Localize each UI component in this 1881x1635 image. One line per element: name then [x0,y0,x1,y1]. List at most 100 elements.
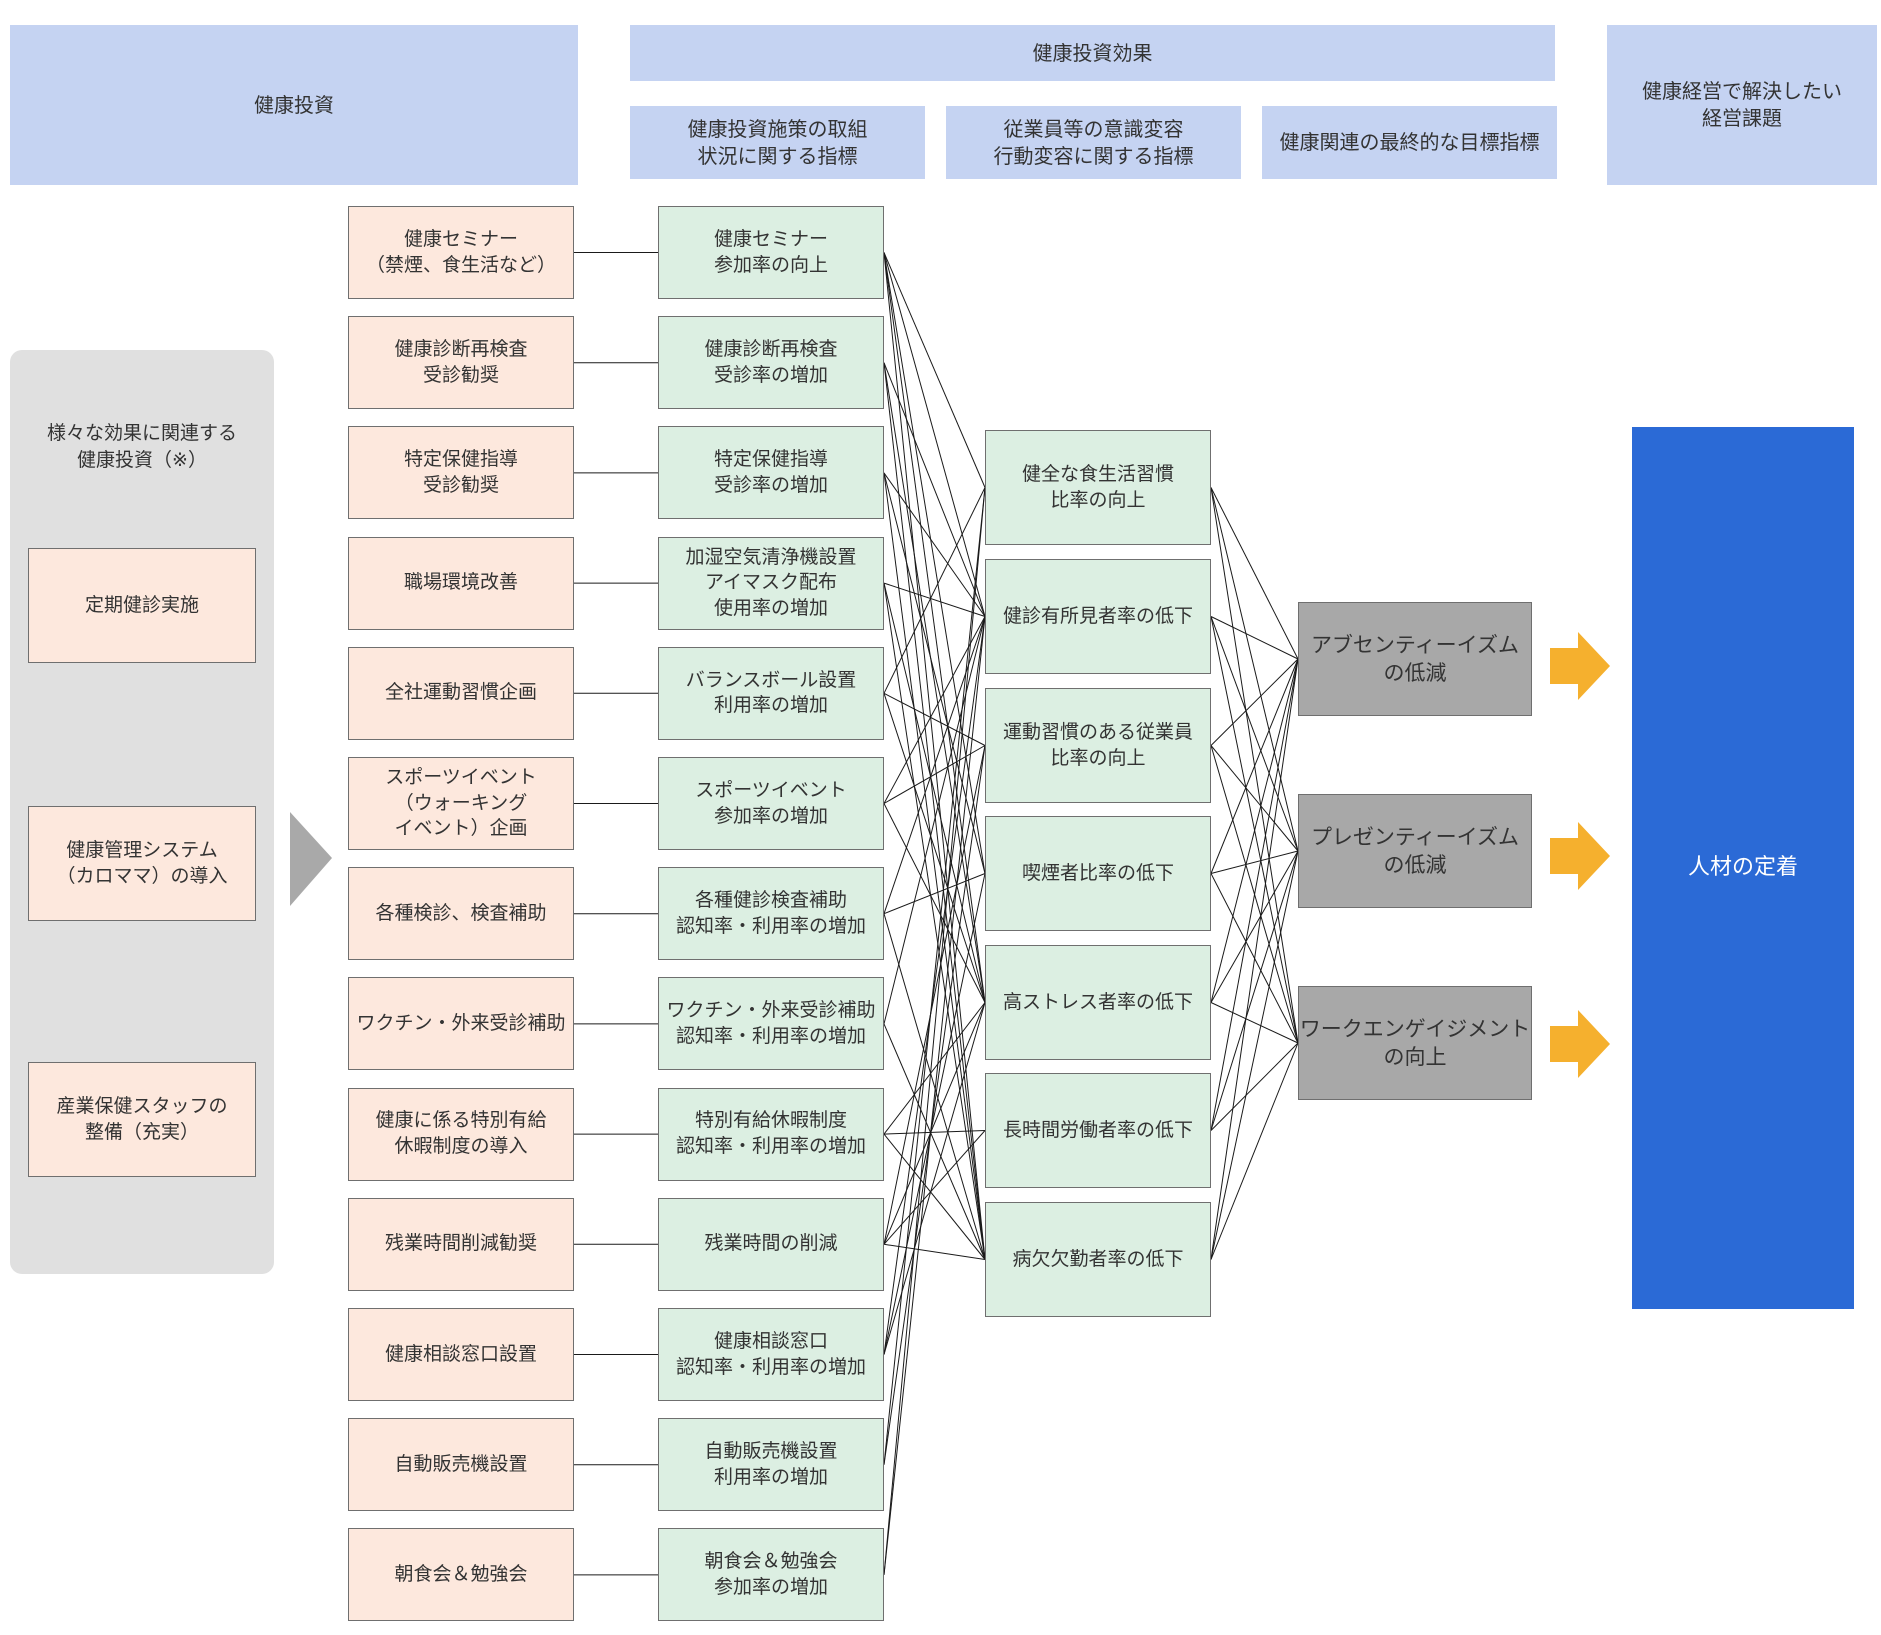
status-goal-link [883,803,986,1003]
goal-outcome-link [1210,1042,1299,1131]
status-goal-link [883,582,986,1003]
status-indicator-box: ワクチン・外来受診補助 認知率・利用率の増加 [658,977,884,1071]
status-goal-link [883,362,986,1003]
outcome-box: ワークエンゲイジメント の向上 [1298,986,1532,1100]
status-goal-link [883,745,986,1465]
goal-indicator-box: 高ストレス者率の低下 [985,945,1211,1060]
investment-box: 健康セミナー （禁煙、食生活など） [348,206,574,299]
status-goal-link [883,252,986,488]
status-indicator-box: バランスボール設置 利用率の増加 [658,646,884,740]
status-indicator-box: スポーツイベント 参加率の増加 [658,757,884,850]
side-panel-title: 様々な効果に関連する 健康投資（※） [46,422,237,471]
status-indicator-box: 残業時間の削減 [658,1197,884,1291]
side-item-checkup: 定期健診実施 [28,548,256,663]
status-goal-link [883,583,986,1260]
status-goal-link [883,362,986,1260]
status-indicator-box: 朝食会＆勉強会 参加率の増加 [658,1528,884,1622]
investment-box: 全社運動習慣企画 [348,646,574,740]
header-investment: 健康投資 [10,25,578,185]
investment-box: 健康診断再検査 受診勧奨 [348,316,574,410]
status-goal-link [883,1002,986,1135]
status-indicator-box: 加湿空気清浄機設置 アイマスク配布 使用率の増加 [658,536,884,630]
status-goal-link [883,1130,986,1245]
status-goal-link [883,582,986,617]
status-goal-link [883,616,986,1025]
status-goal-link [883,1133,986,1260]
status-indicator-box: 自動販売機設置 利用率の増加 [658,1418,884,1512]
goal-indicator-box: 病欠欠勤者率の低下 [985,1202,1211,1317]
goal-outcome-link [1210,616,1299,852]
goal-indicator-box: 健診有所見者率の低下 [985,559,1211,674]
status-goal-link [883,472,986,874]
status-goal-link [883,472,986,617]
goal-outcome-link [1210,850,1299,1260]
goal-outcome-link [1210,487,1299,852]
header-investment-effects: 健康投資効果 [630,25,1555,81]
status-goal-link [883,1002,986,1245]
investment-box: 健康相談窓口設置 [348,1308,574,1401]
status-goal-link [883,745,986,804]
status-goal-link [883,913,986,1260]
status-indicator-box: 各種健診検査補助 認知率・利用率の増加 [658,867,884,961]
status-goal-link [883,487,986,1465]
goal-outcome-link [1210,850,1299,1131]
investment-box: 自動販売機設置 [348,1418,574,1512]
investment-box: 残業時間削減勧奨 [348,1197,574,1291]
status-goal-link [883,362,986,617]
side-item-health-staff: 産業保健スタッフの 整備（充実） [28,1062,256,1177]
status-goal-link [883,252,986,874]
header-goal-indicators: 健康関連の最終的な目標指標 [1262,106,1557,179]
status-goal-link [883,745,986,1245]
goal-outcome-link [1210,850,1299,1003]
investment-box: 朝食会＆勉強会 [348,1528,574,1622]
status-indicator-box: 特定保健指導 受診率の増加 [658,426,884,520]
goal-outcome-link [1210,658,1299,1131]
status-goal-link [883,252,986,1003]
goal-indicator-box: 運動習慣のある従業員 比率の向上 [985,688,1211,803]
investment-box: 各種検診、検査補助 [348,867,574,961]
status-goal-link [883,1002,986,1355]
goal-indicator-box: 喫煙者比率の低下 [985,816,1211,931]
investment-box: 健康に係る特別有給 休暇制度の導入 [348,1087,574,1181]
status-goal-link [883,1243,986,1260]
goal-outcome-link [1210,658,1299,874]
status-goal-link [883,1130,986,1135]
goal-indicator-box: 長時間労働者率の低下 [985,1073,1211,1188]
goal-indicator-box: 健全な食生活習慣 比率の向上 [985,430,1211,545]
status-goal-link [883,693,986,1003]
goal-outcome-link [1210,850,1299,874]
status-goal-link [883,616,986,1575]
outcome-box: プレゼンティーイズム の低減 [1298,794,1532,908]
goal-outcome-link [1210,658,1299,1003]
goal-outcome-link [1210,1042,1299,1260]
status-indicator-box: 健康相談窓口 認知率・利用率の増加 [658,1308,884,1401]
status-goal-link [883,873,986,1355]
investment-box: 職場環境改善 [348,536,574,630]
status-goal-link [883,252,986,1260]
status-goal-link [883,1023,986,1260]
goal-outcome-link [1210,658,1299,1260]
goal-outcome-link [1210,487,1299,660]
goal-outcome-link [1210,658,1299,746]
goal-outcome-link [1210,1002,1299,1044]
header-awareness-indicators: 従業員等の意識変容 行動変容に関する指標 [946,106,1241,179]
status-indicator-box: 健康診断再検査 受診率の増加 [658,316,884,410]
final-issue-retention: 人材の定着 [1632,427,1854,1309]
status-goal-link [883,252,986,617]
status-goal-link [883,616,986,1355]
investment-box: 特定保健指導 受診勧奨 [348,426,574,520]
status-goal-link [883,472,986,1260]
status-goal-link [883,873,986,915]
goal-outcome-link [1210,616,1299,660]
status-goal-link [883,487,986,1575]
status-indicator-box: 特別有給休暇制度 認知率・利用率の増加 [658,1087,884,1181]
investment-box: ワクチン・外来受診補助 [348,977,574,1071]
goal-outcome-link [1210,745,1299,852]
status-goal-link [883,692,986,746]
status-indicator-box: 健康セミナー 参加率の向上 [658,206,884,299]
side-item-health-system: 健康管理システム （カロママ）の導入 [28,806,256,921]
outcome-box: アブセンティーイズム の低減 [1298,602,1532,716]
investment-box: スポーツイベント （ウォーキング イベント）企画 [348,757,574,850]
header-management-issues: 健康経営で解決したい 経営課題 [1607,25,1877,185]
